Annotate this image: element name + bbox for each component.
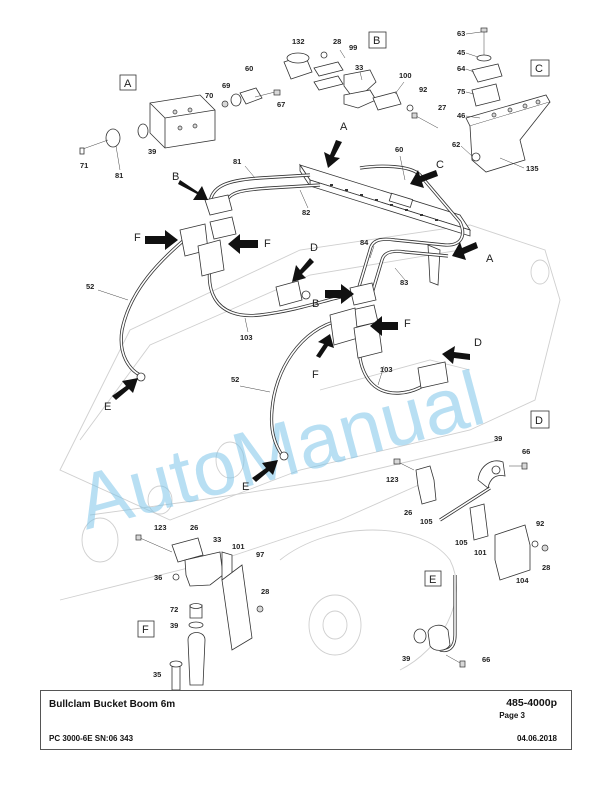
svg-text:92: 92 [419,85,427,94]
leader-lines [97,31,525,393]
svg-text:135: 135 [526,164,539,173]
svg-text:27: 27 [438,103,446,112]
svg-text:26: 26 [404,508,412,517]
svg-text:D: D [310,242,318,254]
svg-text:71: 71 [80,161,88,170]
svg-text:104: 104 [516,576,529,585]
part-number: 485-4000p [506,697,557,709]
detail-box-d: D [530,410,550,429]
svg-text:46: 46 [457,111,465,120]
svg-text:28: 28 [333,37,341,46]
detail-f-parts [135,534,264,690]
svg-text:E: E [242,481,249,493]
detail-box-f: F [137,620,155,638]
svg-text:66: 66 [482,655,490,664]
svg-text:33: 33 [213,535,221,544]
svg-text:B: B [312,298,319,310]
svg-text:A: A [124,78,132,90]
svg-text:64: 64 [457,64,466,73]
svg-text:63: 63 [457,29,465,38]
svg-text:105: 105 [455,538,468,547]
svg-text:E: E [104,401,111,413]
svg-text:66: 66 [522,447,530,456]
svg-text:A: A [340,121,348,133]
svg-text:101: 101 [232,542,245,551]
svg-text:26: 26 [190,523,198,532]
svg-text:C: C [535,63,543,75]
detail-box-c: C [530,59,550,77]
svg-text:D: D [474,337,482,349]
svg-text:75: 75 [457,87,465,96]
svg-text:F: F [404,318,411,330]
svg-text:52: 52 [86,282,94,291]
svg-text:101: 101 [474,548,487,557]
detail-box-e: E [424,570,442,587]
revision-date: 04.06.2018 [516,734,557,743]
svg-text:28: 28 [542,563,550,572]
svg-text:97: 97 [256,550,264,559]
svg-text:60: 60 [245,64,253,73]
svg-text:82: 82 [302,208,310,217]
svg-text:45: 45 [457,48,465,57]
svg-text:39: 39 [148,147,156,156]
detail-a-parts [79,87,281,155]
svg-text:39: 39 [494,434,502,443]
svg-text:F: F [134,232,141,244]
svg-text:A: A [486,253,494,265]
svg-text:69: 69 [222,81,230,90]
clamps-fittings [136,194,449,461]
svg-text:84: 84 [360,238,369,247]
svg-text:70: 70 [205,91,213,100]
svg-text:103: 103 [240,333,253,342]
svg-text:39: 39 [170,621,178,630]
svg-text:100: 100 [399,71,412,80]
svg-text:123: 123 [386,475,399,484]
view-letters: A A B B C D D E E F F F F [104,121,494,493]
svg-text:F: F [142,624,149,636]
svg-text:36: 36 [154,573,162,582]
boom-bracket [299,163,471,286]
svg-text:B: B [373,35,380,47]
part-callouts: 132 28 99 33 100 92 27 60 69 70 67 71 81… [80,29,550,679]
svg-text:35: 35 [153,670,161,679]
svg-text:132: 132 [292,37,305,46]
svg-text:99: 99 [349,43,357,52]
title-block: Bullclam Bucket Boom 6m PC 3000-6E SN:06… [40,690,572,750]
svg-text:F: F [264,238,271,250]
detail-d-parts [393,458,549,581]
svg-text:39: 39 [402,654,410,663]
detail-b-parts [283,51,439,129]
detail-c-parts [465,27,551,173]
svg-text:72: 72 [170,605,178,614]
detail-box-b: B [368,31,387,49]
page-number: Page 3 [499,711,525,720]
svg-text:92: 92 [536,519,544,528]
detail-e-parts [413,575,466,668]
svg-text:83: 83 [400,278,408,287]
svg-text:67: 67 [277,100,285,109]
svg-text:E: E [429,574,436,586]
machine-serial: PC 3000-6E SN:06 343 [49,734,134,743]
svg-text:60: 60 [395,145,403,154]
svg-text:28: 28 [261,587,269,596]
svg-text:105: 105 [420,517,433,526]
svg-text:52: 52 [231,375,239,384]
parts-diagram: AutoManual A B C D E F [59,27,561,690]
svg-text:F: F [312,369,319,381]
pointer-arrows [112,140,478,482]
svg-text:33: 33 [355,63,363,72]
detail-box-a: A [119,74,137,91]
svg-text:D: D [535,415,543,427]
svg-text:C: C [436,159,444,171]
svg-text:123: 123 [154,523,167,532]
svg-text:81: 81 [233,157,241,166]
svg-text:81: 81 [115,171,123,180]
drawing-title: Bullclam Bucket Boom 6m [49,699,176,710]
svg-text:103: 103 [380,365,393,374]
hydraulic-tubes [208,164,465,301]
svg-text:B: B [172,171,179,183]
svg-text:62: 62 [452,140,460,149]
